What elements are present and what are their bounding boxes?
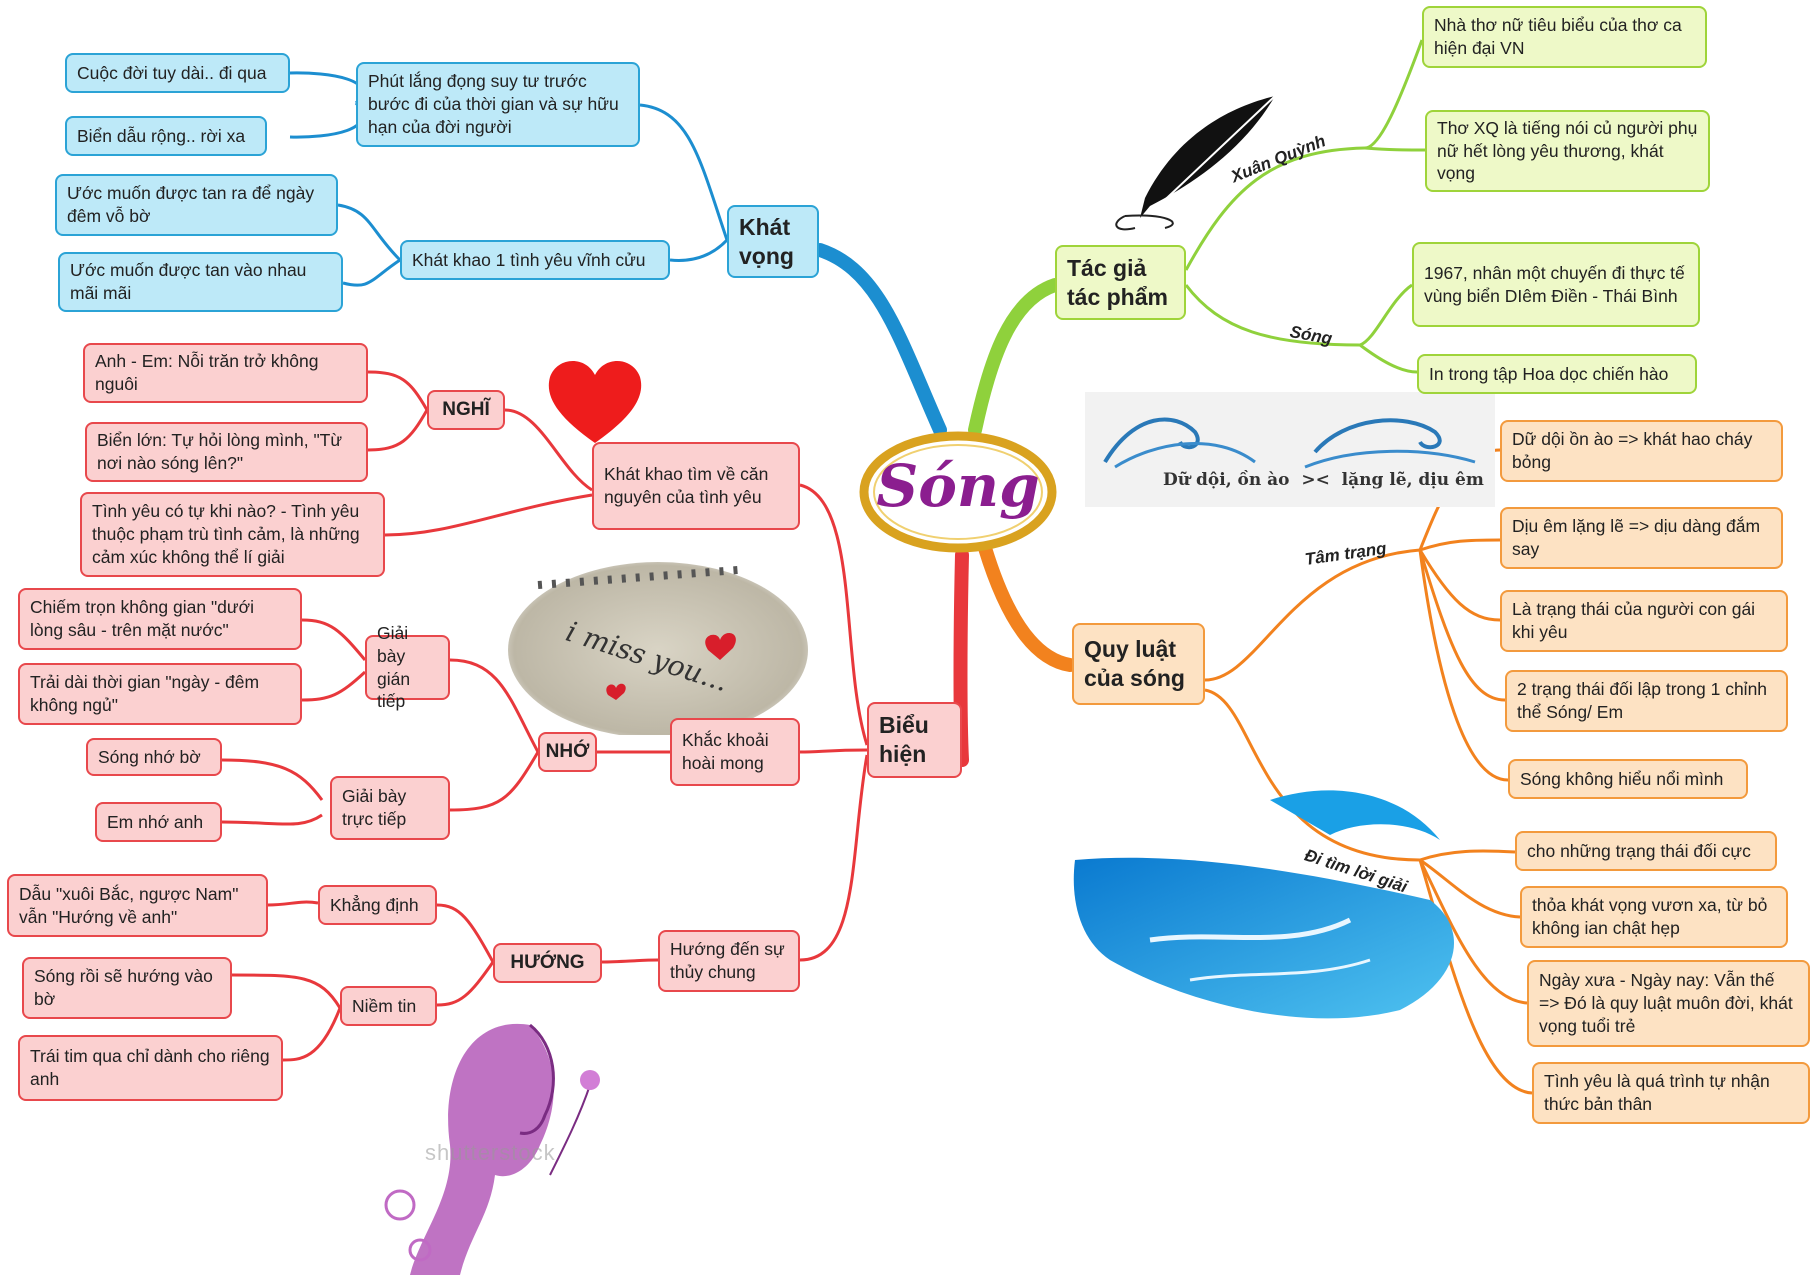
node-song-khong-hieu[interactable]: Sóng không hiểu nổi mình	[1508, 759, 1748, 799]
wave-caption-image: Dữ dội, ồn ào >< lặng lẽ, dịu êm	[1085, 392, 1495, 507]
main-bieu-hien[interactable]: Biểu hiện	[867, 702, 962, 778]
heart-icon	[548, 360, 642, 443]
node-song-roi[interactable]: Sóng rồi sẽ hướng vào bờ	[22, 957, 232, 1019]
branch-khat-vong	[813, 243, 947, 437]
node-dau-xuoi-bac[interactable]: Dẫu "xuôi Bắc, ngược Nam" vẫn "Hướng về …	[7, 874, 268, 937]
node-huong-den[interactable]: Hướng đến sự thủy chung	[658, 930, 800, 992]
miss-you-note-image: i miss you...	[508, 560, 808, 738]
node-giai-bay-gian-tiep[interactable]: Giải bày gián tiếp	[365, 623, 450, 711]
node-bien-lon[interactable]: Biển lớn: Tự hỏi lòng mình, "Từ nơi nào …	[85, 422, 368, 482]
node-nha-tho-nu[interactable]: Nhà thơ nữ tiêu biểu của thơ ca hiện đại…	[1422, 6, 1707, 68]
main-tac-gia[interactable]: Tác giả tác phẩm	[1055, 245, 1186, 320]
node-chiem-tron[interactable]: Chiếm trọn không gian "dưới lòng sâu - t…	[18, 588, 302, 650]
node-nho[interactable]: NHỚ	[538, 732, 597, 772]
node-trai-tim[interactable]: Trái tim qua chỉ dành cho riêng anh	[18, 1035, 283, 1101]
woman-silhouette-image	[384, 1023, 600, 1275]
node-tho-xq[interactable]: Thơ XQ là tiếng nói củ người phụ nữ hết …	[1425, 110, 1710, 192]
center-title: Sóng	[876, 452, 1040, 520]
node-anh-em[interactable]: Anh - Em: Nỗi trăn trở không nguôi	[83, 343, 368, 403]
node-khac-khoai[interactable]: Khắc khoải hoài mong	[670, 718, 800, 786]
node-khat-khao-vinh-cuu[interactable]: Khát khao 1 tình yêu vĩnh cửu	[400, 240, 670, 280]
main-khat-vong[interactable]: Khát vọng	[727, 205, 819, 278]
node-uoc-muon-tan-ra[interactable]: Ước muốn được tan ra để ngày đêm vỗ bờ	[55, 174, 338, 236]
node-hai-trang-thai[interactable]: 2 trạng thái đối lập trong 1 chỉnh thể S…	[1505, 670, 1788, 732]
node-ngay-xua[interactable]: Ngày xưa - Ngày nay: Vẫn thế => Đó là qu…	[1527, 960, 1810, 1047]
branch-tac-gia	[968, 278, 1062, 437]
node-khang-dinh[interactable]: Khẳng định	[318, 885, 437, 925]
node-du-doi[interactable]: Dữ dội ồn ào => khát hao cháy bỏng	[1500, 420, 1783, 482]
node-huong[interactable]: HƯỚNG	[493, 943, 602, 983]
node-bien-dau[interactable]: Biển dẫu rộng.. rời xa	[65, 116, 267, 156]
node-trai-dai[interactable]: Trải dài thời gian "ngày - đêm không ngủ…	[18, 663, 302, 725]
node-khat-khao-tim-ve[interactable]: Khát khao tìm về căn nguyên của tình yêu	[592, 442, 800, 530]
branch-quy-luat	[978, 541, 1077, 672]
node-cuoc-doi[interactable]: Cuộc đời tuy dài.. đi qua	[65, 53, 290, 93]
node-giai-bay-truc-tiep[interactable]: Giải bày trực tiếp	[330, 776, 450, 840]
node-em-nho-anh[interactable]: Em nhớ anh	[95, 802, 222, 842]
main-quy-luat[interactable]: Quy luật của sóng	[1072, 623, 1205, 705]
node-phut-lang-dong[interactable]: Phút lắng đọng suy tư trước bước đi của …	[356, 62, 640, 147]
node-tinh-yeu-co-tu[interactable]: Tình yêu có tự khi nào? - Tình yêu thuộc…	[80, 492, 385, 577]
node-song-nho-bo[interactable]: Sóng nhớ bờ	[86, 738, 222, 776]
center-oval	[859, 431, 1057, 553]
wave-caption-text: Dữ dội, ồn ào >< lặng lẽ, dịu êm	[1163, 470, 1484, 490]
node-nghi[interactable]: NGHĨ	[427, 390, 505, 430]
node-niem-tin[interactable]: Niềm tin	[340, 986, 437, 1026]
blue-wave-image	[1073, 790, 1454, 1019]
node-uoc-muon-tan-vao[interactable]: Ước muốn được tan vào nhau mãi mãi	[58, 252, 343, 312]
watermark-text: shutterstock	[425, 1140, 556, 1165]
node-thoa-khat-vong[interactable]: thỏa khát vọng vươn xa, từ bỏ không ian …	[1520, 886, 1788, 948]
node-in-trong-tap[interactable]: In trong tập Hoa dọc chiến hào	[1417, 354, 1697, 394]
node-la-trang-thai[interactable]: Là trạng thái của người con gái khi yêu	[1500, 590, 1788, 652]
node-1967[interactable]: 1967, nhân một chuyến đi thực tế vùng bi…	[1412, 242, 1700, 327]
node-diu-em[interactable]: Dịu êm lặng lẽ => dịu dàng đắm say	[1500, 507, 1783, 569]
node-tinh-yeu-la[interactable]: Tình yêu là quá trình tự nhận thức bản t…	[1532, 1062, 1810, 1124]
node-cho-nhung-trang-thai[interactable]: cho những trạng thái đối cực	[1515, 831, 1777, 871]
quill-pen-icon	[1115, 95, 1276, 231]
